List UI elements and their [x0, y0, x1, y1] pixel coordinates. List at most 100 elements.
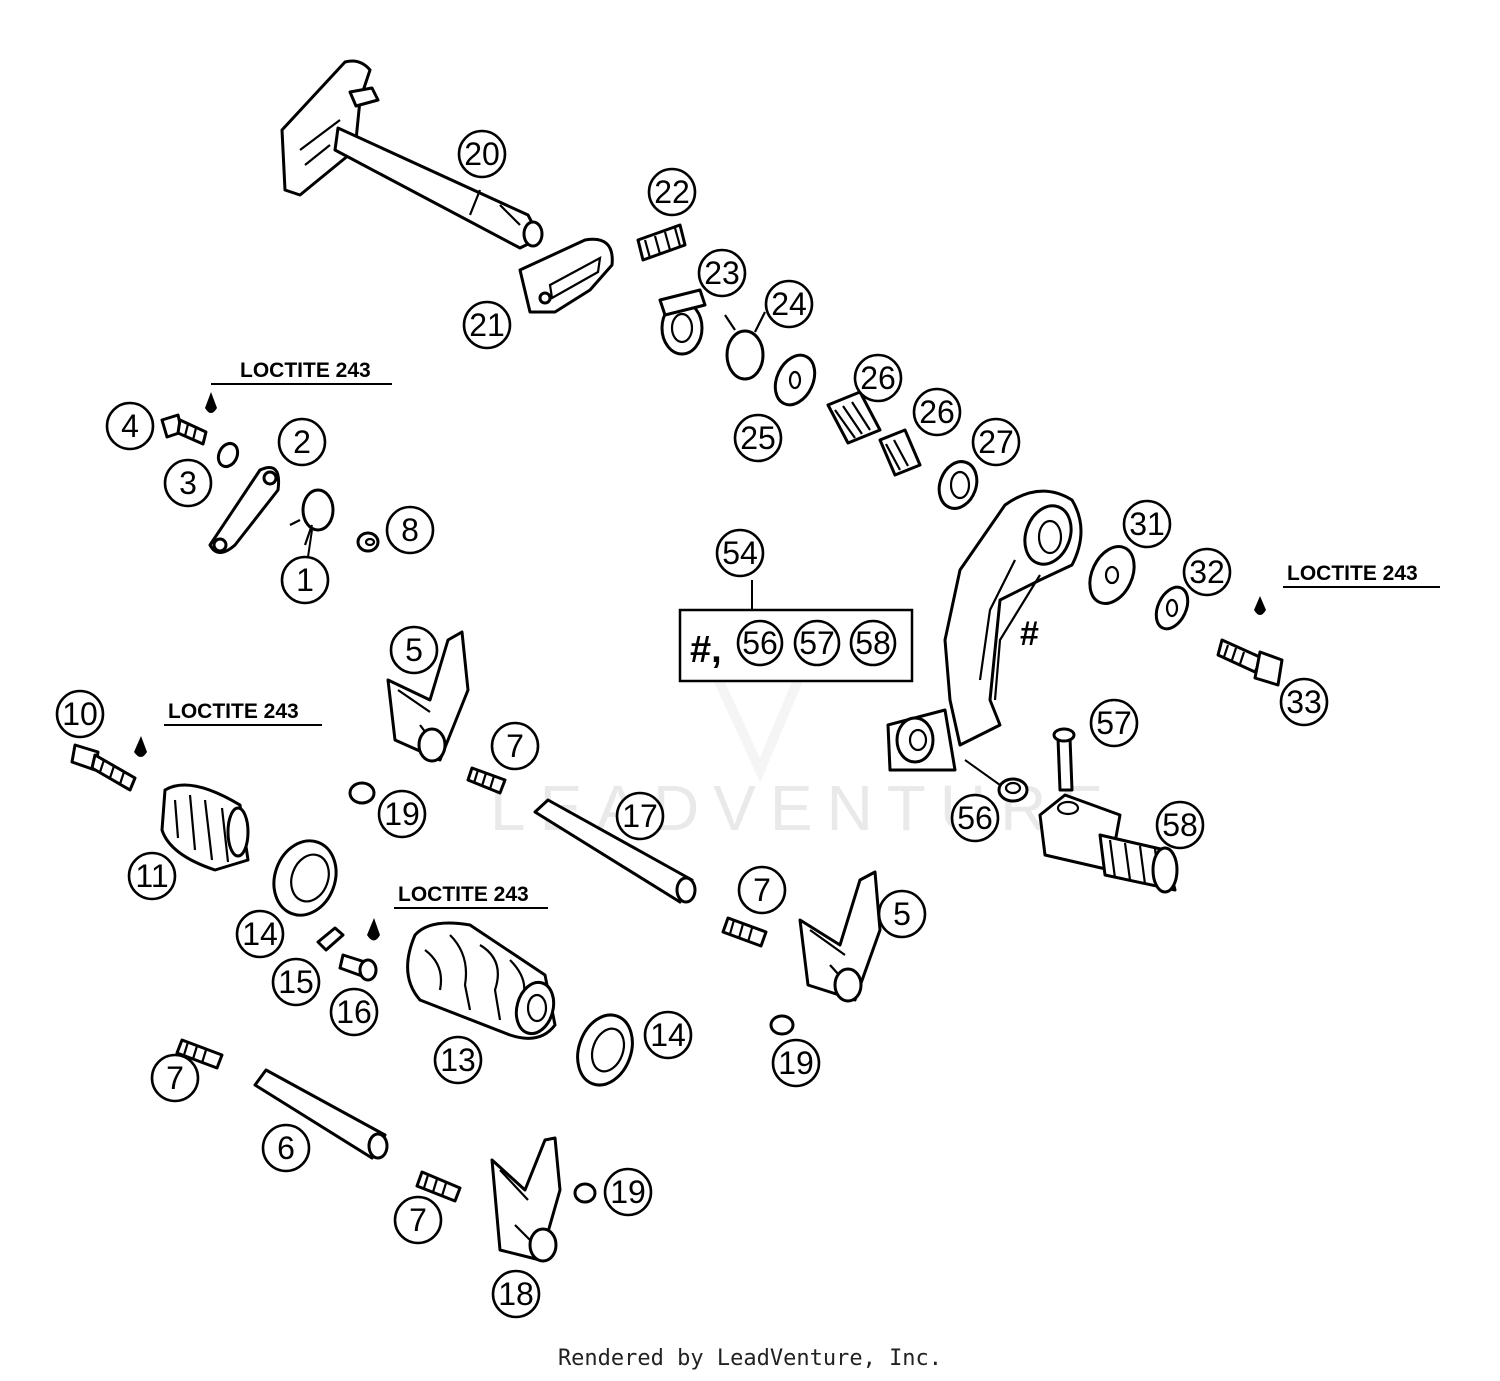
- callout-26a: 26: [853, 353, 903, 403]
- part-13-shift-drum: [406, 921, 557, 1040]
- svg-text:56: 56: [957, 800, 993, 836]
- svg-text:22: 22: [654, 174, 690, 210]
- note-loctite-d: LOCTITE 243: [1283, 562, 1440, 588]
- callout-8: 8: [385, 505, 435, 555]
- svg-text:24: 24: [771, 286, 807, 322]
- loctite-drop-a: [205, 392, 217, 413]
- svg-text:54: 54: [722, 535, 758, 571]
- callout-27: 27: [971, 417, 1021, 467]
- note-loctite-a: LOCTITE 243: [211, 359, 392, 385]
- callout-26b: 26: [912, 387, 962, 437]
- callout-6: 6: [261, 1123, 311, 1173]
- part-5-shift-fork-a: [386, 630, 470, 763]
- svg-text:6: 6: [277, 1130, 295, 1166]
- part-20-shift-shaft: [280, 59, 544, 250]
- kit-item-56: 56: [736, 619, 784, 667]
- svg-text:8: 8: [401, 512, 419, 548]
- note-loctite-b-text: LOCTITE 243: [168, 700, 299, 723]
- part-shift-lever: [886, 489, 1083, 772]
- part-5-shift-fork-b: [798, 870, 882, 1003]
- note-loctite-b: LOCTITE 243: [164, 700, 322, 726]
- part-2-pawl: [208, 466, 281, 554]
- part-18-shift-fork: [490, 1136, 562, 1263]
- part-14-bearing-a: [272, 839, 338, 917]
- callout-31: 31: [1122, 499, 1172, 549]
- svg-text:18: 18: [498, 1276, 534, 1312]
- part-15-stopper-plate: [316, 926, 345, 952]
- part-19-roller-a: [348, 781, 376, 805]
- svg-text:27: 27: [978, 424, 1014, 460]
- callout-16: 16: [329, 987, 379, 1037]
- svg-text:5: 5: [405, 632, 423, 668]
- svg-text:26: 26: [919, 394, 955, 430]
- part-6-shift-rail: [253, 1068, 389, 1160]
- callout-4: 4: [105, 401, 155, 451]
- callout-17: 17: [615, 791, 665, 841]
- svg-text:15: 15: [278, 964, 314, 1000]
- callout-58: 58: [1155, 800, 1205, 850]
- kit-54-box: #, 56 57 58: [678, 608, 914, 683]
- svg-text:31: 31: [1129, 506, 1165, 542]
- svg-text:10: 10: [62, 696, 98, 732]
- svg-text:2: 2: [293, 424, 311, 460]
- svg-text:19: 19: [384, 796, 420, 832]
- part-58-peg: [1038, 793, 1179, 894]
- callout-19c: 19: [603, 1167, 653, 1217]
- callout-2: 2: [277, 417, 327, 467]
- callout-7c: 7: [150, 1053, 200, 1103]
- part-25-washer: [773, 353, 817, 407]
- callout-22: 22: [647, 167, 697, 217]
- note-loctite-a-text: LOCTITE 243: [240, 359, 371, 382]
- part-7-spring-b: [721, 916, 768, 948]
- callout-54: 54: [715, 528, 765, 578]
- part-16-pin: [338, 953, 378, 982]
- callout-10: 10: [55, 689, 105, 739]
- callout-1: 1: [280, 555, 330, 605]
- svg-text:1: 1: [296, 562, 314, 598]
- part-57-pin: [1052, 727, 1076, 792]
- callout-32: 32: [1182, 547, 1232, 597]
- svg-text:33: 33: [1286, 684, 1322, 720]
- svg-text:21: 21: [469, 307, 505, 343]
- svg-text:4: 4: [121, 408, 139, 444]
- part-8-roller: [356, 531, 380, 553]
- svg-text:25: 25: [740, 420, 776, 456]
- callout-19b: 19: [771, 1038, 821, 1088]
- part-33-bolt: [1216, 596, 1284, 687]
- part-7-spring-d: [415, 1170, 462, 1203]
- part-14-bearing-b: [576, 1013, 634, 1087]
- kit-item-57: 57: [793, 619, 841, 667]
- svg-text:16: 16: [336, 994, 372, 1030]
- svg-text:20: 20: [464, 136, 500, 172]
- part-7-spring-c: [175, 1038, 224, 1070]
- part-22-spring: [636, 223, 687, 262]
- svg-text:57: 57: [1096, 705, 1132, 741]
- svg-text:7: 7: [753, 872, 771, 908]
- callout-20: 20: [457, 129, 507, 179]
- callout-7b: 7: [737, 865, 787, 915]
- note-loctite-d-text: LOCTITE 243: [1287, 562, 1418, 585]
- svg-text:3: 3: [179, 465, 197, 501]
- callout-18: 18: [491, 1269, 541, 1319]
- callout-3: 3: [163, 458, 213, 508]
- part-19-roller-c: [573, 1182, 597, 1204]
- callout-11: 11: [127, 851, 177, 901]
- svg-text:7: 7: [409, 1202, 427, 1238]
- callout-21: 21: [462, 300, 512, 350]
- loctite-drop-b: [134, 736, 147, 757]
- svg-text:23: 23: [704, 255, 740, 291]
- callout-5b: 5: [877, 889, 927, 939]
- callout-13: 13: [433, 1035, 483, 1085]
- svg-text:26: 26: [860, 360, 896, 396]
- svg-text:17: 17: [622, 798, 658, 834]
- footer-credit: Rendered by LeadVenture, Inc.: [557, 1346, 943, 1371]
- part-56-spring: [997, 777, 1029, 803]
- svg-text:13: 13: [440, 1042, 476, 1078]
- callout-14b: 14: [643, 1010, 693, 1060]
- svg-text:5: 5: [893, 896, 911, 932]
- callout-24: 24: [764, 279, 814, 329]
- part-shift-lever-hash-label: #: [1020, 615, 1039, 653]
- part-23-clamp: [658, 288, 707, 356]
- callout-56: 56: [950, 793, 1000, 843]
